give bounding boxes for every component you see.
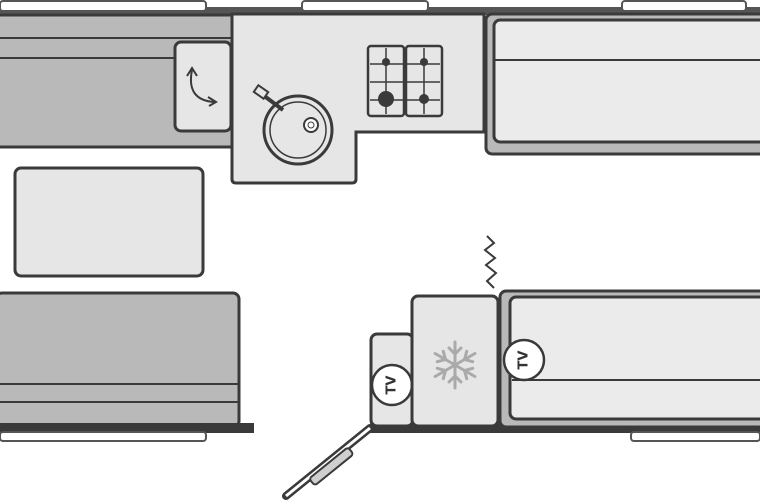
snowflake-icon bbox=[433, 340, 477, 390]
top-window-1 bbox=[0, 0, 207, 12]
bottom-window-right bbox=[630, 431, 760, 442]
hob-icon bbox=[366, 44, 444, 118]
tv-label-left: TV bbox=[385, 376, 400, 395]
bottom-window-left bbox=[0, 431, 207, 442]
cupboard bbox=[173, 40, 233, 133]
swing-arrow-icon bbox=[186, 66, 218, 107]
bottom-right-bed bbox=[498, 289, 760, 429]
top-window-3 bbox=[621, 0, 747, 12]
bottom-wall-left bbox=[0, 423, 254, 433]
entry-door bbox=[282, 424, 374, 500]
sink-icon bbox=[252, 83, 334, 166]
heater-icon bbox=[483, 235, 498, 289]
tv-icon: TV bbox=[502, 338, 546, 382]
top-right-bed bbox=[484, 12, 760, 156]
dining-table bbox=[13, 166, 205, 278]
bottom-left-seat bbox=[0, 291, 241, 429]
tv-label-right: TV bbox=[517, 351, 532, 370]
tv-icon: TV bbox=[370, 363, 414, 407]
top-window-2 bbox=[301, 0, 429, 12]
